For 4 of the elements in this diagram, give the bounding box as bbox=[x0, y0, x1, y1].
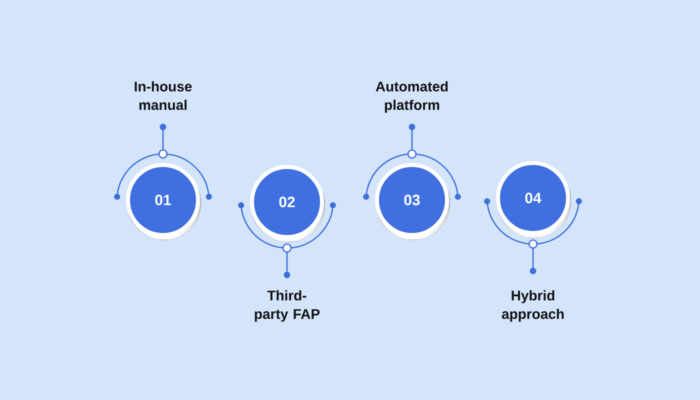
step-label: Automated platform bbox=[376, 81, 448, 113]
step-label: Hybrid approach bbox=[502, 290, 564, 322]
step-label: Third- party FAP bbox=[254, 290, 320, 322]
step-label: In-house manual bbox=[134, 81, 192, 110]
